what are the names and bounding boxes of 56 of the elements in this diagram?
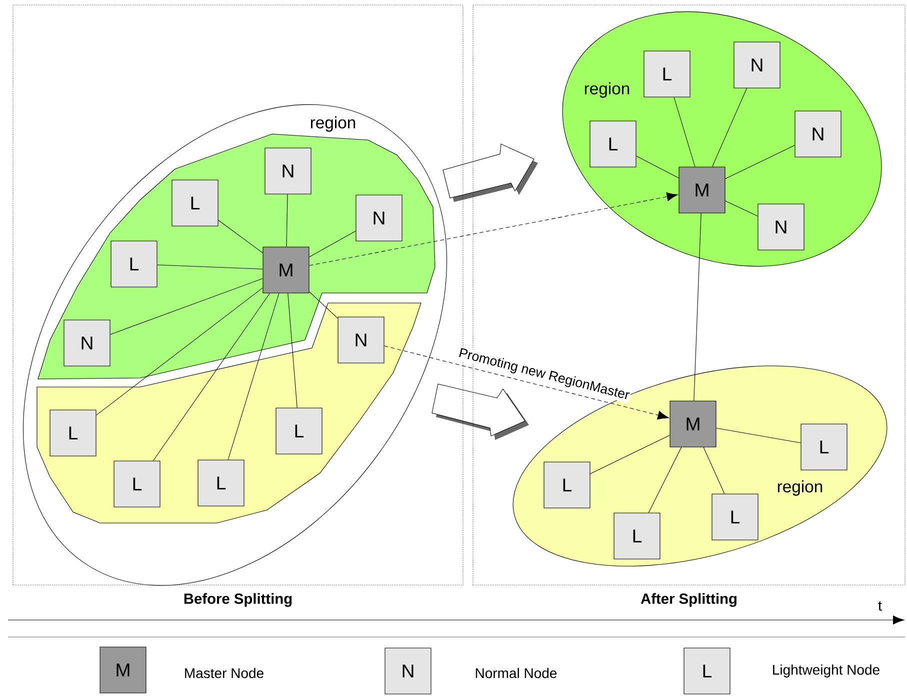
connector	[384, 346, 669, 420]
connector	[309, 291, 338, 319]
region-label: region	[310, 116, 356, 132]
node-box: L	[644, 50, 690, 98]
node-box: N	[758, 204, 804, 250]
connector	[110, 278, 263, 335]
connector	[636, 156, 679, 178]
node-box: N	[794, 110, 842, 158]
node-box: N	[264, 148, 312, 194]
node-box: N	[356, 194, 402, 242]
node-box: L	[276, 408, 322, 454]
connector	[725, 200, 758, 216]
node-box: L	[110, 240, 158, 288]
axis-label: t	[878, 601, 882, 611]
panel-heading: After Splitting	[640, 593, 736, 607]
connector	[716, 428, 801, 444]
connector	[309, 192, 678, 266]
master-node-box: M	[678, 166, 726, 214]
node-box: L	[712, 494, 758, 540]
connector	[152, 293, 270, 461]
connector	[309, 230, 356, 258]
node-box: N	[64, 320, 110, 366]
node-box: N	[338, 316, 384, 364]
node-box: N	[734, 42, 780, 88]
connector	[157, 264, 263, 270]
connector	[648, 447, 682, 513]
connector	[590, 434, 670, 474]
connector	[703, 447, 725, 494]
connector	[288, 293, 298, 408]
master-node-box: M	[100, 646, 146, 694]
panel-heading: Before Splitting	[184, 593, 292, 607]
connector	[286, 194, 288, 247]
legend-text: Lightweight Node	[773, 664, 880, 678]
node-box: L	[544, 462, 590, 508]
region-label: region	[778, 480, 822, 496]
node-box: L	[684, 648, 730, 694]
connector	[228, 293, 280, 460]
master-node-box: M	[670, 400, 716, 448]
connector	[96, 288, 263, 416]
node-box: L	[590, 120, 636, 168]
connector	[674, 97, 696, 167]
node-box: L	[114, 460, 160, 508]
connector	[694, 213, 702, 401]
master-node-box: M	[262, 246, 310, 294]
node-box: L	[800, 424, 848, 470]
connector	[712, 88, 748, 167]
region-label: region	[584, 82, 630, 98]
connector	[218, 220, 263, 254]
legend-text: Master Node	[185, 668, 264, 678]
legend-text: Normal Node	[476, 668, 557, 678]
node-box: L	[614, 512, 660, 560]
node-box: N	[384, 648, 432, 694]
node-box: L	[50, 410, 96, 456]
connector	[725, 144, 795, 180]
node-box: L	[172, 180, 218, 226]
node-box: L	[198, 460, 244, 506]
